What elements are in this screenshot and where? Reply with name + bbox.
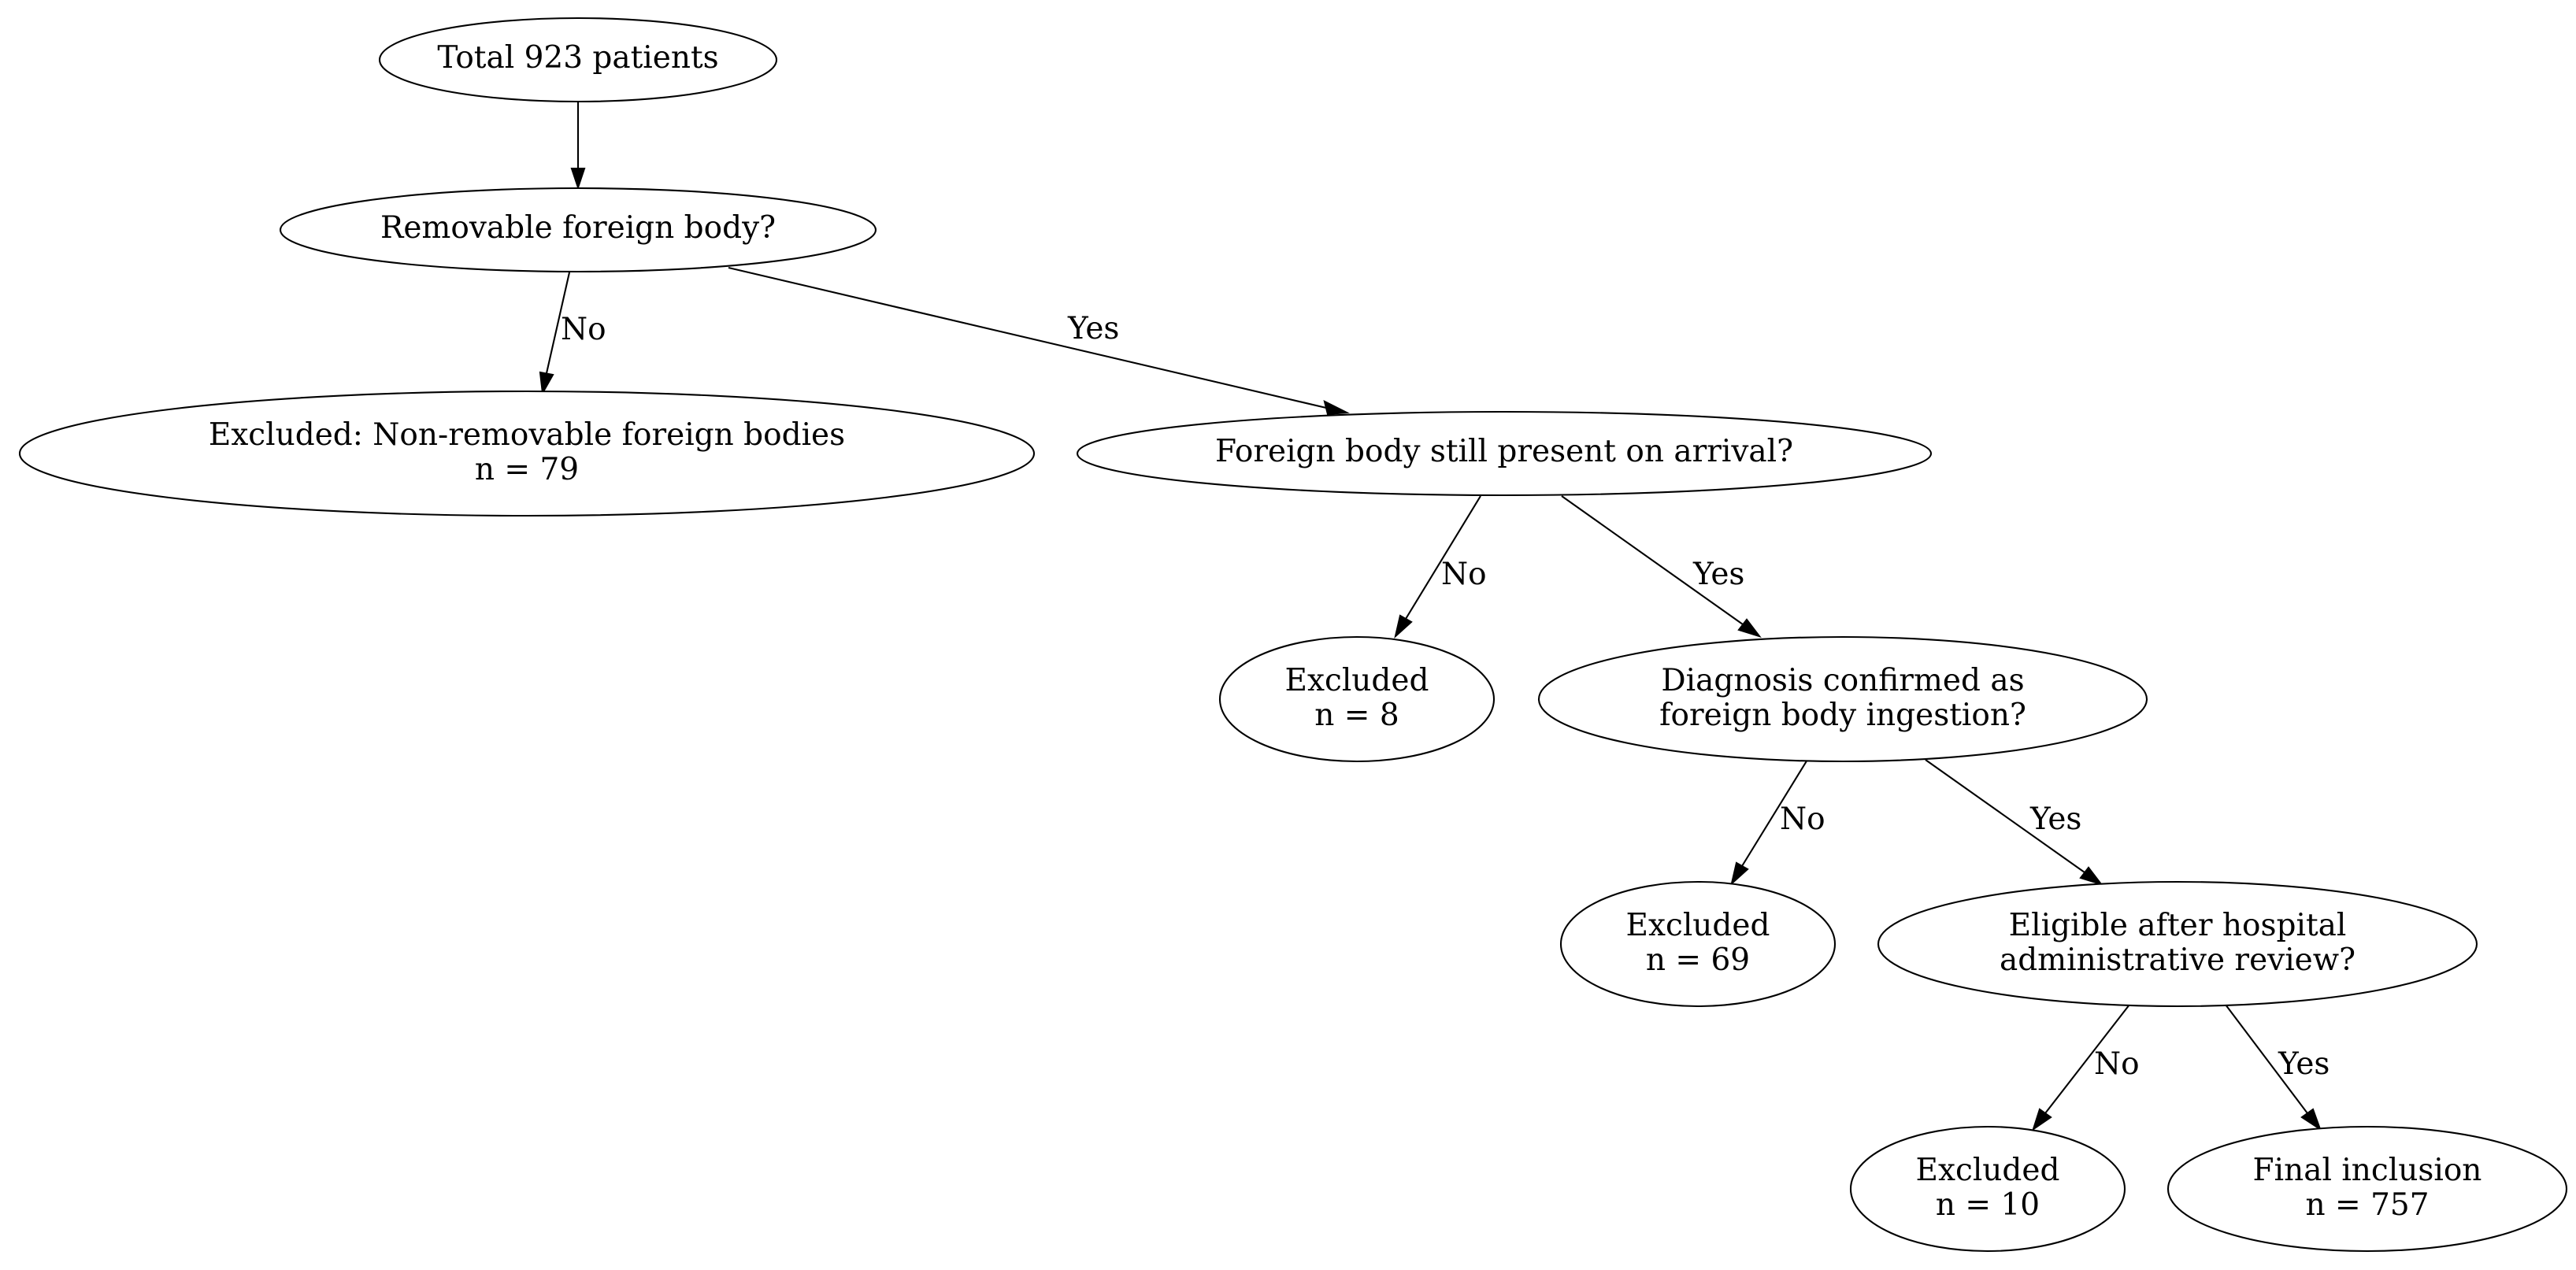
edge-line [1741, 759, 1808, 867]
node-ellipse [1218, 635, 1496, 763]
node-label-line1: Excluded [1916, 1153, 2060, 1188]
edge-line [545, 272, 571, 374]
edge-label-no: No [1441, 557, 1487, 592]
node-label-line1: Excluded: Non-removable foreign bodies [209, 417, 845, 453]
arrow-head [1323, 400, 1350, 416]
node-label-line2: foreign body ingestion? [1659, 698, 2026, 733]
node-diagnosis-question: Diagnosis confirmed as foreign body inge… [1537, 635, 2148, 763]
node-eligible-question: Eligible after hospital administrative r… [1877, 880, 2478, 1008]
node-label-line2: n = 79 [475, 452, 579, 487]
node-ellipse [1076, 410, 1933, 497]
edge-label-no: No [561, 312, 606, 347]
node-label: Foreign body still present on arrival? [1215, 434, 1793, 469]
node-label-line1: Eligible after hospital [2009, 908, 2347, 943]
node-label-line1: Excluded [1626, 908, 1770, 943]
edge-line [2225, 1004, 2308, 1114]
node-label-line2: n = 10 [1936, 1187, 2040, 1223]
node-label-line1: Excluded [1285, 663, 1429, 698]
edge-diagnosis-no: No [1730, 759, 1825, 887]
node-ellipse [1559, 880, 1837, 1008]
node-label-line2: n = 757 [2305, 1187, 2429, 1223]
node-label-line1: Final inclusion [2253, 1153, 2482, 1188]
node-still-present-question: Foreign body still present on arrival? [1076, 410, 1933, 497]
node-ellipse [279, 187, 877, 273]
edge-present-no: No [1394, 495, 1487, 639]
node-excluded-69: Excluded n = 69 [1559, 880, 1837, 1008]
node-excluded-nonremovable: Excluded: Non-removable foreign bodies n… [18, 390, 1036, 517]
node-label-line1: Diagnosis confirmed as [1661, 663, 2024, 698]
edge-line [1561, 495, 1744, 625]
arrow-head [2079, 866, 2103, 886]
arrow-head [570, 167, 586, 191]
node-label-line2: administrative review? [2000, 942, 2355, 978]
edge-line [2044, 1004, 2130, 1114]
node-ellipse [2166, 1125, 2568, 1253]
node-ellipse [1849, 1125, 2126, 1253]
node-excluded-10: Excluded n = 10 [1849, 1125, 2126, 1253]
edge-label-yes: Yes [1692, 557, 1744, 592]
edge-line [1925, 759, 2085, 873]
node-final-inclusion: Final inclusion n = 757 [2166, 1125, 2568, 1253]
arrow-head [1730, 861, 1749, 887]
node-total-patients: Total 923 patients [378, 17, 778, 103]
node-ellipse [1877, 880, 2478, 1008]
edge-label-yes: Yes [2029, 802, 2081, 837]
edge-diagnosis-yes: Yes [1925, 759, 2103, 886]
arrow-head [2300, 1108, 2322, 1131]
edge-present-yes: Yes [1561, 495, 1762, 638]
edge-eligible-no: No [2032, 1004, 2140, 1131]
node-ellipse [378, 17, 778, 103]
edge-line [1405, 495, 1481, 620]
node-label-line2: n = 8 [1314, 698, 1399, 733]
edge-removable-no: No [539, 272, 606, 396]
node-label: Total 923 patients [437, 40, 718, 76]
node-ellipse [18, 390, 1036, 517]
node-excluded-8: Excluded n = 8 [1218, 635, 1496, 763]
node-ellipse [1537, 635, 2148, 763]
arrow-head [539, 371, 554, 396]
node-label-line2: n = 69 [1646, 942, 1750, 978]
arrow-head [1394, 614, 1413, 639]
edge-label-no: No [1780, 802, 1825, 837]
edge-removable-yes: Yes [728, 266, 1350, 416]
edge-label-no: No [2094, 1046, 2140, 1082]
edge-label-yes: Yes [1067, 311, 1119, 346]
arrow-head [1737, 618, 1762, 638]
edge-total-to-removable [570, 102, 586, 191]
node-removable-question: Removable foreign body? [279, 187, 877, 273]
edge-eligible-yes: Yes [2225, 1004, 2330, 1131]
arrow-head [2032, 1108, 2052, 1131]
node-label: Removable foreign body? [380, 210, 776, 246]
edge-label-yes: Yes [2278, 1046, 2330, 1082]
edge-line [728, 266, 1327, 409]
